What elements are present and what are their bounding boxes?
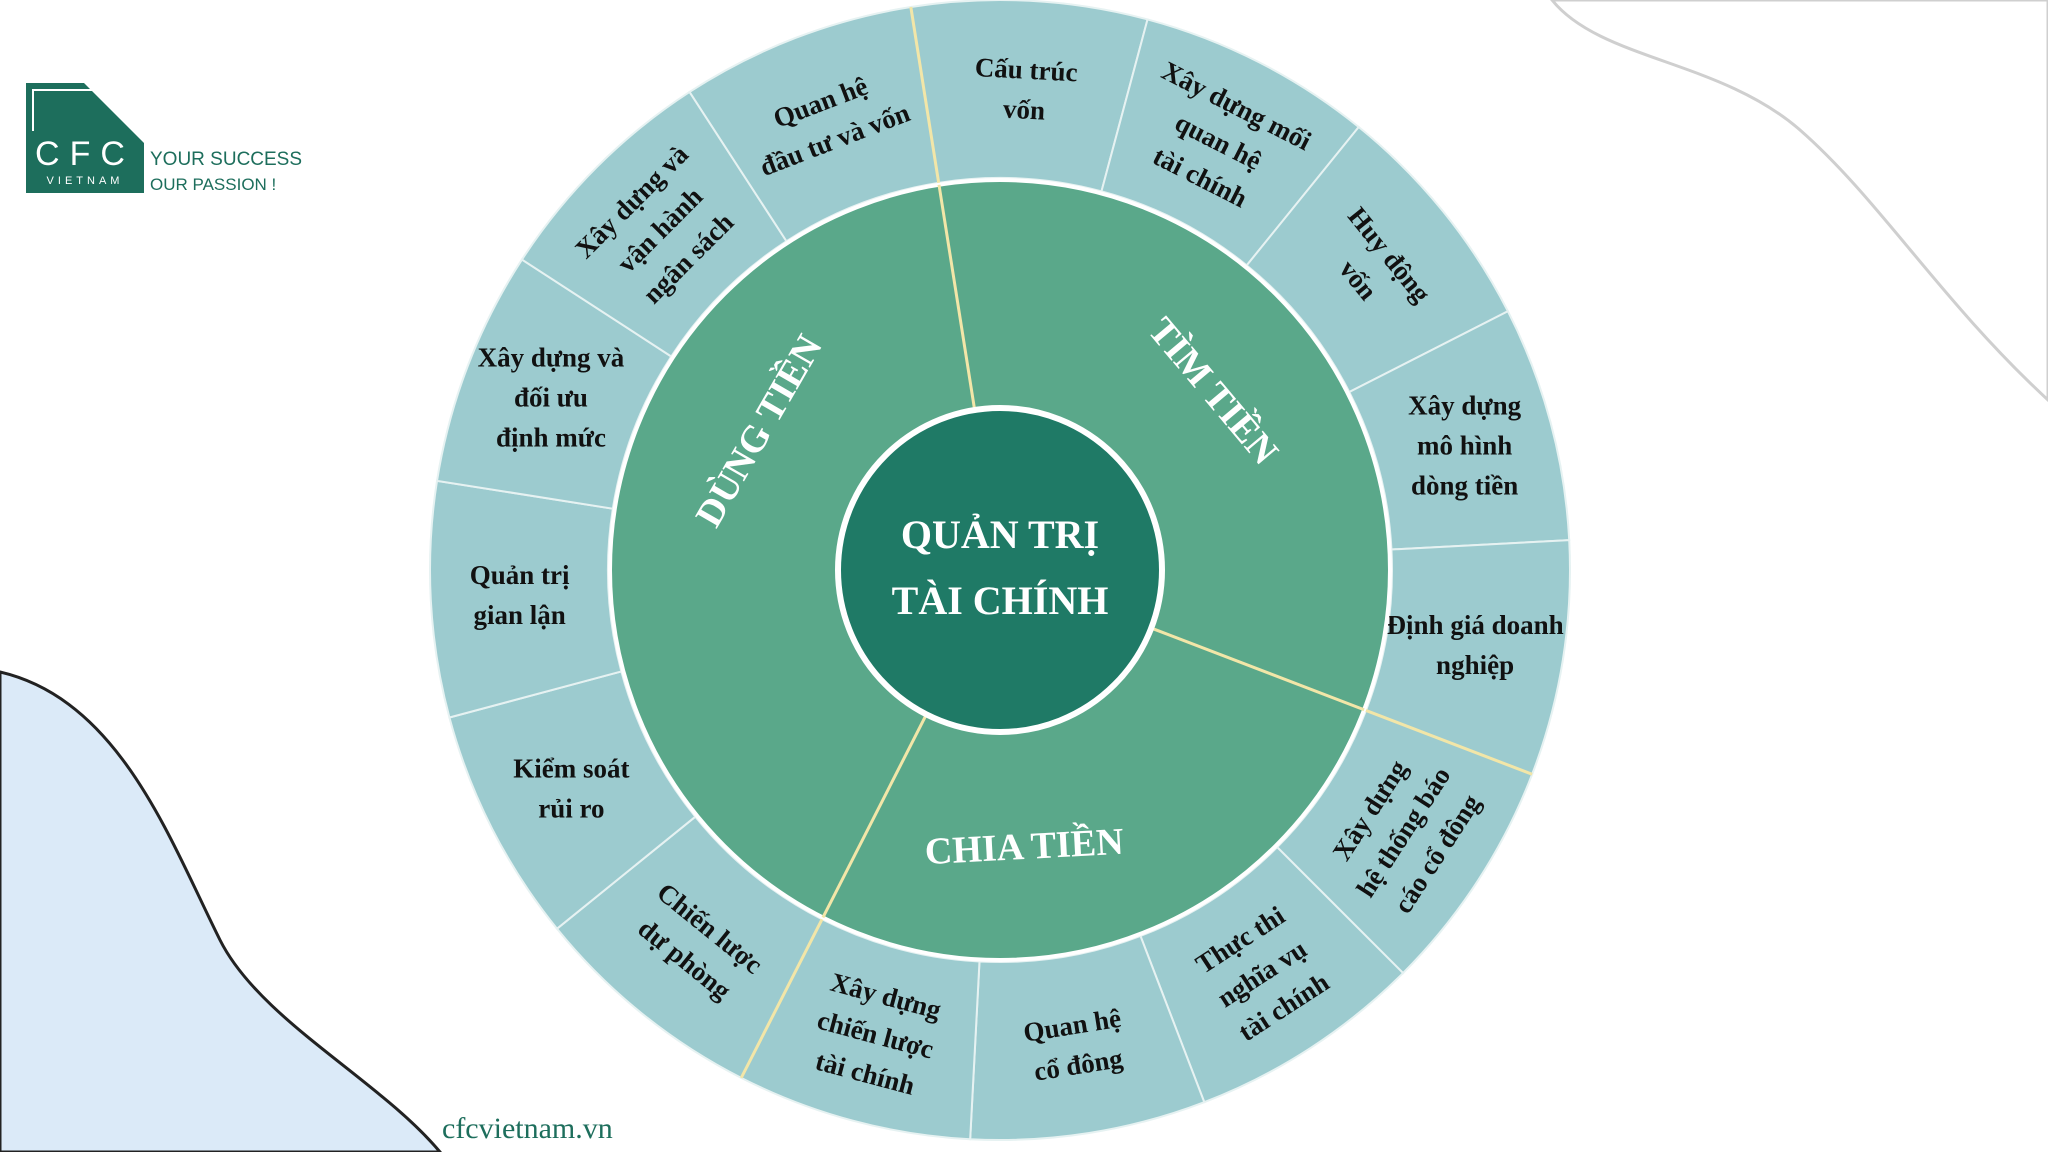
outer-segment-label: Quản trị gian lận xyxy=(470,560,570,630)
tagline-1: YOUR SUCCESS xyxy=(150,149,303,170)
outer-segment-line: đối ưu xyxy=(514,383,588,413)
logo-sub: VIETNAM xyxy=(46,175,124,187)
middle-section-label: CHIA TIỀN xyxy=(924,820,1125,873)
center-title-line-2: TÀI CHÍNH xyxy=(892,578,1109,623)
center-title-line-1: QUẢN TRỊ xyxy=(901,512,1099,557)
outer-segment-line: Xây dựng xyxy=(1408,391,1521,421)
outer-segment-line: dòng tiền xyxy=(1411,471,1518,501)
cfc-logo: CFC VIETNAM YOUR SUCCESS OUR PASSION ! xyxy=(26,83,326,203)
outer-segment-line: nghiệp xyxy=(1436,650,1514,680)
outer-segment-line: Định giá doanh xyxy=(1387,610,1564,640)
middle-divider xyxy=(1150,626,1365,712)
outer-segment-label: Xây dựng mô hình dòng tiền xyxy=(1408,391,1521,501)
outer-segment-line: Quản trị xyxy=(470,560,570,590)
top-right-wave xyxy=(1550,0,2048,403)
outer-segment-line: Cấu trúc xyxy=(974,52,1078,87)
outer-segment-line: Xây dựng và xyxy=(478,343,625,373)
bottom-left-blob xyxy=(0,670,442,1152)
center-circle xyxy=(835,405,1165,735)
outer-segment-line: rủi ro xyxy=(538,793,604,823)
logo-letters: CFC xyxy=(35,135,135,173)
outer-segment-line: mô hình xyxy=(1417,431,1512,461)
outer-segment-label: Định giá doanh nghiệp xyxy=(1387,610,1564,680)
outer-segment-line: định mức xyxy=(496,423,606,453)
outer-segment-line: vốn xyxy=(1002,94,1046,126)
outer-segment-line: gian lận xyxy=(474,600,566,630)
outer-segment-line: Kiểm soát xyxy=(513,753,629,783)
middle-divider xyxy=(937,184,977,411)
tagline-2: OUR PASSION ! xyxy=(150,175,277,194)
middle-divider xyxy=(821,713,928,919)
outer-segment-label: Kiểm soát rủi ro xyxy=(513,753,629,823)
outer-segment-label: Cấu trúc vốn xyxy=(972,52,1078,127)
website-link[interactable]: cfcvietnam.vn xyxy=(442,1112,613,1145)
outer-segment-label: Xây dựng và đối ưu định mức xyxy=(478,343,625,453)
logo-mark: CFC VIETNAM xyxy=(26,83,144,193)
